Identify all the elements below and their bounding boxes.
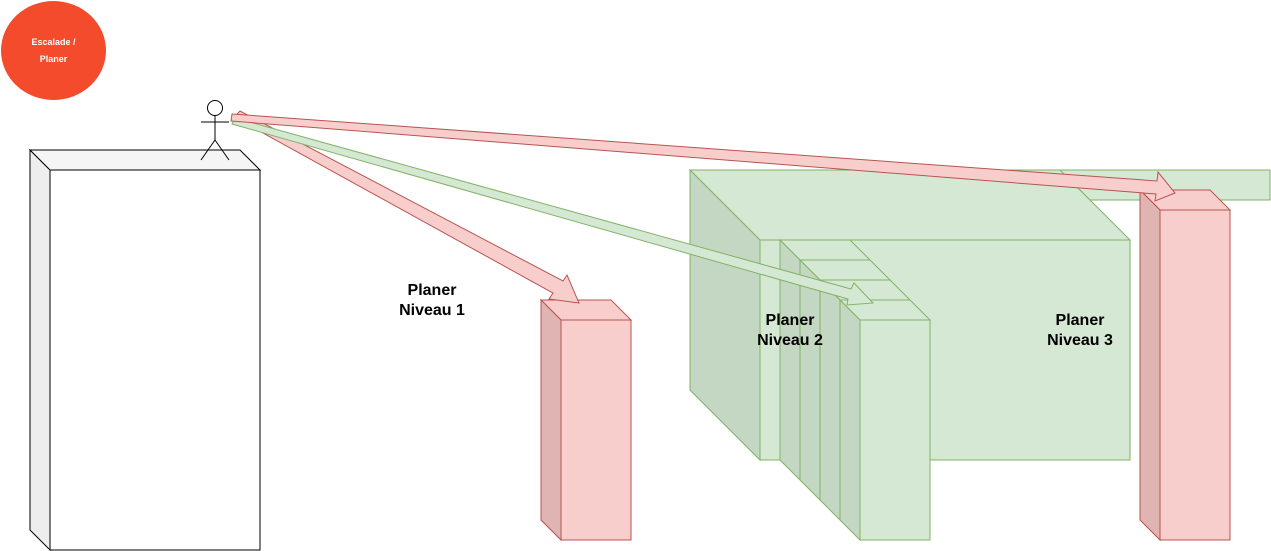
- label-level3-line2: Niveau 3: [1047, 332, 1113, 349]
- level3-pillar: [1138, 188, 1232, 542]
- start-platform: [28, 148, 262, 551]
- climber-figure: [200, 100, 230, 161]
- label-level1: Planer Niveau 1: [372, 281, 492, 321]
- escalade-planer-badge: Escalade / Planer: [1, 1, 106, 100]
- level2-block: [778, 238, 932, 542]
- arrow-to-level2: [231, 117, 875, 306]
- label-level1-line1: Planer: [407, 282, 457, 299]
- label-level3: Planer Niveau 3: [1020, 311, 1140, 351]
- label-level2-line1: Planer: [765, 312, 815, 329]
- label-level2: Planer Niveau 2: [730, 311, 850, 351]
- level1-pillar: [539, 298, 633, 542]
- label-level2-line2: Niveau 2: [757, 332, 823, 349]
- badge-line2: Planer: [39, 53, 68, 64]
- label-level3-line1: Planer: [1055, 312, 1105, 329]
- arrow-to-level3: [230, 113, 1176, 202]
- badge-line1: Escalade /: [31, 36, 76, 47]
- label-level1-line2: Niveau 1: [399, 302, 465, 319]
